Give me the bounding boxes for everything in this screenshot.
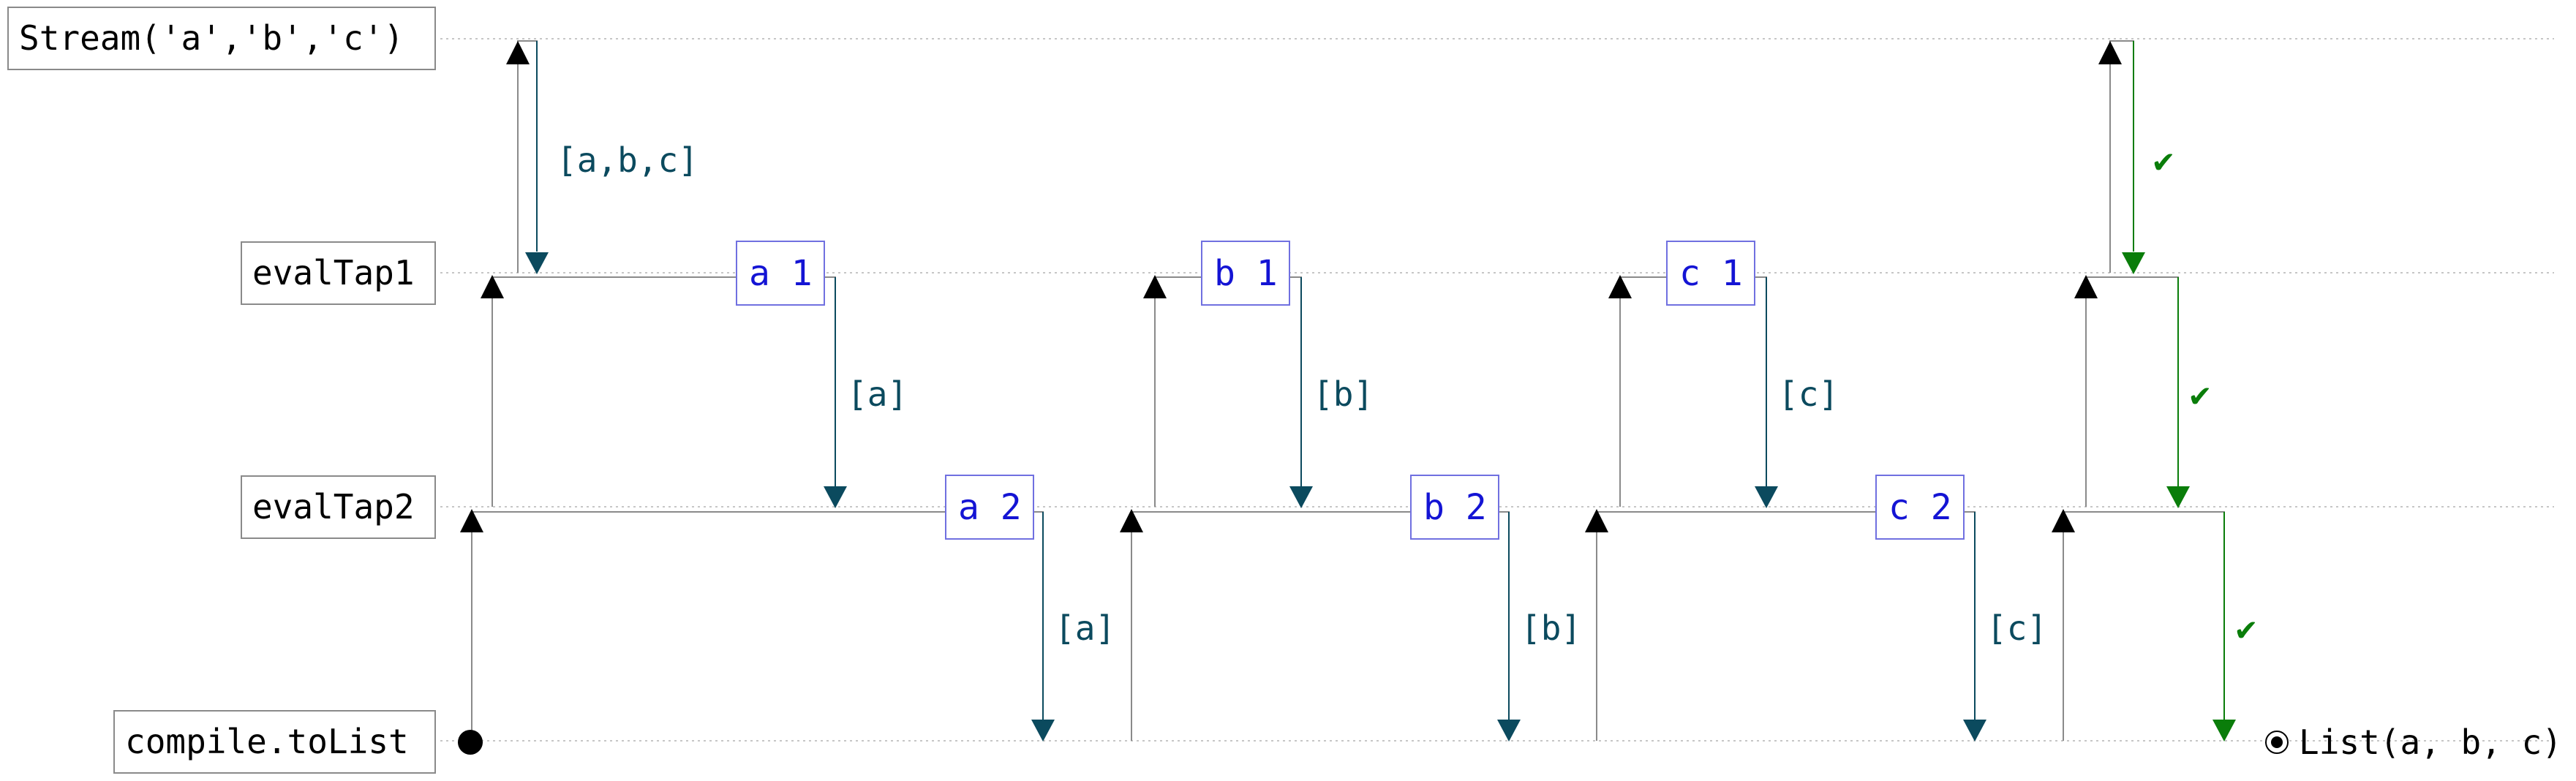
pull-label: [a] — [1055, 608, 1115, 648]
demand-arrow-up-icon — [1585, 509, 1608, 532]
demand-arrow-up-icon — [1120, 509, 1143, 532]
emit-wire-tap2 — [1597, 511, 1976, 720]
emit-arrow-down-icon — [1289, 486, 1313, 508]
eval-box-tap2 — [1875, 475, 1965, 540]
eval-label-tap2: a 2 — [958, 487, 1022, 528]
pull-label: [c] — [1778, 374, 1839, 414]
eval-box-tap2 — [1410, 475, 1499, 540]
emit-arrow-down-icon — [1963, 720, 1986, 742]
emit-arrow-down-icon — [525, 252, 549, 274]
labels: Stream('a','b','c') evalTap1 evalTap2 compi… — [7, 7, 2562, 774]
emit-arrow-down-icon — [2212, 720, 2236, 742]
demand-arrow-up-icon — [460, 509, 483, 532]
eval-box-tap1 — [736, 241, 825, 306]
eval-box-tap1 — [1201, 241, 1290, 306]
emit-wire-tap1 — [492, 276, 836, 487]
eval-label-tap1: c 1 — [1679, 253, 1743, 294]
emit-wire-tap2 — [2063, 511, 2225, 720]
emit-wire-tap1 — [2086, 276, 2179, 487]
pull-label: [b] — [1313, 374, 1374, 414]
emit-wire-tap1 — [1155, 276, 1302, 487]
pull-label: ✔ — [2153, 140, 2174, 180]
demand-arrow-up-icon — [2074, 275, 2098, 298]
pull-label: ✔ — [2190, 374, 2210, 414]
result-label: List(a, b, c) — [2299, 722, 2562, 762]
stage-box-evaltap2 — [241, 475, 436, 539]
demand-arrow-up-icon — [2052, 509, 2075, 532]
eval-label-tap1: b 1 — [1214, 253, 1278, 294]
eval-label-tap2: c 2 — [1888, 487, 1952, 528]
stage-box-stream — [7, 7, 436, 70]
stage-box-compile-tolist — [113, 710, 436, 774]
wire-lines — [471, 40, 2225, 741]
eval-label-tap1: a 1 — [749, 253, 813, 294]
pull-label: [a] — [847, 374, 908, 414]
stage-label-compile-tolist: compile.toList — [125, 722, 409, 761]
pull-label: [c] — [1986, 608, 2047, 648]
completed-dot — [2271, 736, 2283, 748]
eval-box-tap2 — [945, 475, 1034, 540]
stage-label-evaltap2: evalTap2 — [252, 487, 415, 527]
emit-arrow-down-icon — [824, 486, 847, 508]
pull-label: [b] — [1521, 608, 1581, 648]
emit-arrow-down-icon — [1497, 720, 1521, 742]
emit-arrow-down-icon — [1031, 720, 1055, 742]
stage-label-stream: Stream('a','b','c') — [19, 18, 404, 58]
demand-arrow-up-icon — [481, 275, 504, 298]
emit-wire-tap2 — [472, 511, 1044, 720]
emit-wire-tap2 — [1131, 511, 1510, 720]
source-pull-wire — [2109, 40, 2134, 273]
demand-arrow-up-icon — [1143, 275, 1167, 298]
pull-label: [a,b,c] — [557, 140, 698, 180]
start-dot — [458, 730, 483, 755]
emit-arrow-down-icon — [1755, 486, 1778, 508]
demand-arrow-up-icon — [2098, 41, 2122, 64]
demand-arrow-up-icon — [506, 41, 530, 64]
eval-box-tap1 — [1666, 241, 1755, 306]
arrow-heads — [458, 41, 2289, 755]
demand-arrow-up-icon — [1608, 275, 1632, 298]
source-pull-wire — [517, 40, 538, 273]
emit-wire-tap1 — [1620, 276, 1767, 487]
emit-arrow-down-icon — [2166, 486, 2190, 508]
eval-label-tap2: b 2 — [1423, 487, 1487, 528]
emit-arrow-down-icon — [2122, 252, 2145, 274]
stage-box-evaltap1 — [241, 241, 436, 305]
pull-label: ✔ — [2236, 608, 2256, 648]
stage-label-evaltap1: evalTap1 — [252, 253, 415, 293]
